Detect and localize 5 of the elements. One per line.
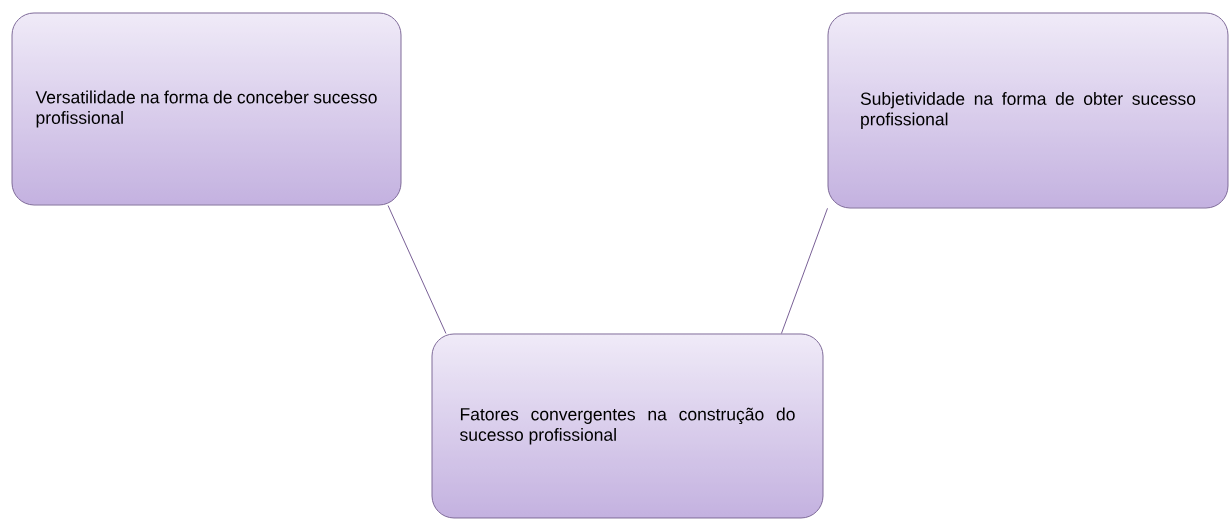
connector-line xyxy=(387,205,447,334)
process-box: Versatilidade na forma de conceber sucesso profissional xyxy=(11,12,402,206)
process-box: Fatores convergentes na construção do sucesso profissional xyxy=(431,333,824,519)
process-box: Subjetividade na forma de obter sucesso profissional xyxy=(827,12,1229,209)
connector-line xyxy=(780,207,828,334)
